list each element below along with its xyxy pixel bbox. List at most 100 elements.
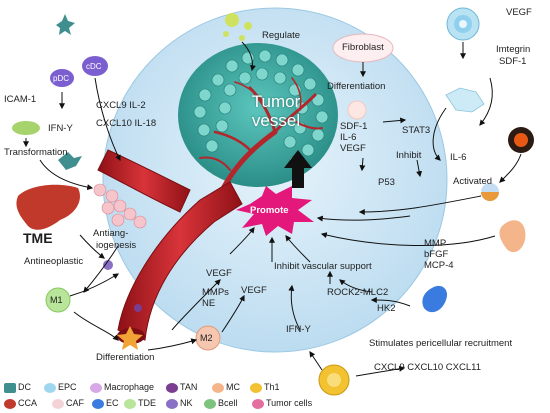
legend-macrophage-label: Macrophage [104, 382, 155, 392]
antineoplastic-label: Antineoplastic [24, 256, 84, 267]
liver-shape [16, 184, 80, 230]
pink-cell-cluster [93, 183, 147, 229]
legend-nk-label: NK [180, 398, 193, 408]
mc-icon [212, 382, 224, 393]
epc-icon [44, 382, 56, 393]
legend-epc: EPC [44, 380, 77, 394]
cxcl-row-label: CXCL9 CXCL10 CXCL11 [374, 362, 482, 373]
legend-dc-label: DC [18, 382, 31, 392]
tan-cell [134, 304, 142, 312]
legend-caf: CAF [52, 396, 84, 410]
fibroblast-label: Fibroblast [342, 42, 384, 53]
regulate-icon [223, 13, 252, 41]
up-arrow [284, 150, 312, 188]
epc-top-icon [446, 7, 480, 41]
il6-a-label: IL-6 [340, 132, 357, 143]
tumor-vessel-title: Tumor vessel [216, 92, 336, 130]
tde-icon [124, 398, 136, 409]
sdf1-label: SDF-1 [340, 121, 368, 132]
nk-cell [103, 260, 113, 270]
tme-label: TME [23, 230, 53, 246]
hk2-label: HK2 [377, 303, 396, 314]
ifny-bottom-label: IFN-Y [286, 324, 311, 335]
inhibit-label: Inhibit [396, 150, 422, 161]
star-cell [117, 326, 143, 350]
il6-b-label: IL-6 [450, 152, 467, 163]
pdc-cell [50, 69, 74, 87]
legend-tan-label: TAN [180, 382, 198, 392]
promote-label: Promote [250, 205, 289, 216]
macrophage-icon [90, 382, 102, 393]
sdf1-b-label: SDF-1 [499, 56, 527, 67]
legend-cca: CCA [4, 396, 37, 410]
vegf-b-label: VEGF [206, 268, 232, 279]
legend-caf-label: CAF [66, 398, 84, 408]
legend-mc-label: MC [226, 382, 240, 392]
mcp4-label: MCP-4 [424, 260, 454, 271]
legend-th1-label: Th1 [264, 382, 280, 392]
cca-icon [4, 398, 16, 409]
regulate-label: Regulate [262, 30, 301, 41]
m1-cell [45, 287, 71, 313]
m1-label: M1 [50, 295, 63, 305]
legend-tumor-cells: Tumor cells [252, 396, 312, 410]
legend-tan: TAN [166, 380, 197, 394]
arrows [23, 41, 522, 377]
legend-tde: TDE [124, 396, 156, 410]
legend-mc: MC [212, 380, 240, 394]
activated-label: Activated [453, 176, 493, 187]
rock2-label: ROCK2-MLC2 [327, 287, 389, 298]
vegf-a-label: VEGF [340, 143, 366, 154]
epc-mid-icon [445, 87, 485, 113]
legend-th1: Th1 [250, 380, 280, 394]
cxcl9-il2-label: CXCL9 IL-2 [96, 100, 146, 111]
m2-label: M2 [200, 333, 213, 343]
th1-icon [250, 382, 262, 393]
icam-cell [12, 121, 40, 135]
ec-icon [92, 398, 104, 409]
legend-nk: NK [166, 396, 193, 410]
legend-ec-label: EC [106, 398, 119, 408]
transform-cell [58, 152, 82, 170]
differentiation-bottom-label: Differentiation [96, 352, 155, 363]
cdc-label: cDC [86, 62, 102, 71]
legend-epc-label: EPC [58, 382, 77, 392]
antiangiogenesis-line2: iogenesis [96, 240, 137, 251]
pdc-label: pDC [53, 74, 70, 83]
tumor-vessel-title-line2: vessel [251, 111, 301, 130]
transformation-label: Transformation [4, 147, 68, 158]
tan-icon [166, 382, 178, 393]
legend-bcell: Bcell [204, 396, 238, 410]
inhibit-vascular-label: Inhibit vascular support [274, 261, 372, 272]
mmp-label: MMP [424, 238, 447, 249]
bcell-icon [204, 398, 216, 409]
vegf-c-label: VEGF [241, 285, 267, 296]
dc-top-icon [56, 14, 75, 35]
ifny-left-label: IFN-Y [48, 123, 73, 134]
stimulates-label: Stimulates pericellular recruitment [369, 338, 513, 349]
legend-tde-label: TDE [138, 398, 156, 408]
imtegrin-label: Imtegrin [496, 44, 531, 55]
bfgf-label: bFGF [424, 249, 449, 260]
legend-macrophage: Macrophage [90, 380, 154, 394]
tumor-vessel-title-line1: Tumor [251, 92, 301, 111]
promote-burst [236, 186, 314, 236]
nk-icon [166, 398, 178, 409]
legend-tumor-cells-label: Tumor cells [266, 398, 313, 408]
tumor-cells-icon [252, 398, 264, 409]
cdc-cell [82, 56, 108, 76]
ne-label: NE [202, 298, 216, 309]
cxcl10-il18-label: CXCL10 IL-18 [96, 118, 157, 129]
mmps-label: MMPs [202, 287, 229, 298]
stat3-label: STAT3 [402, 125, 431, 136]
ec-cell [422, 285, 448, 313]
legend-bcell-label: Bcell [218, 398, 238, 408]
legend-ec: EC [92, 396, 119, 410]
fibroblast-cell [347, 100, 367, 120]
legend-dc: DC [4, 380, 31, 394]
legend-cca-label: CCA [18, 398, 38, 408]
mc-icon-right [499, 220, 526, 253]
antiangiogenesis-line1: Antiang- [93, 228, 129, 239]
